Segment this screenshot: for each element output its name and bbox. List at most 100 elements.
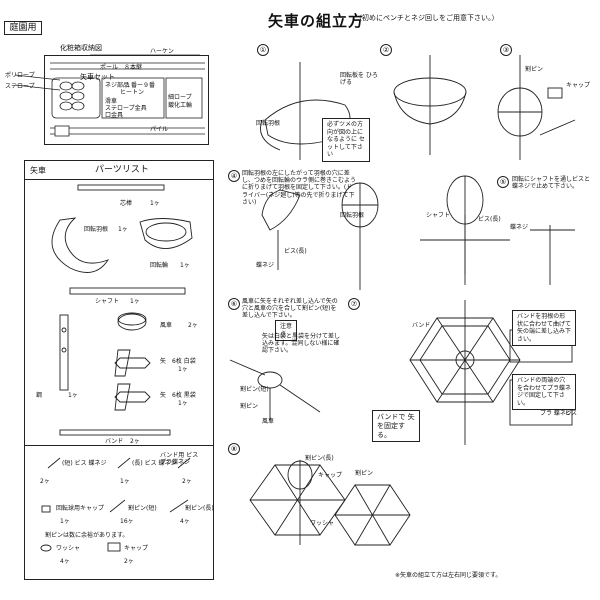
parts-list-header-row [24,160,214,180]
step4-callout-blade: 回転羽根 [340,212,365,219]
part-qty-0: 1ヶ [150,200,160,207]
part-qty-1: 1ヶ [118,226,128,233]
storage-label-heaton: ヒートン [120,89,145,96]
hw-name-5: 割ピン(長) [185,505,214,512]
part-qty-6: 1ヶ [178,400,188,407]
hw-name-3: 回転球用キャップ [56,505,105,512]
storage-label-ring: 鍍化工輪 [168,102,193,109]
storage-label-pole: ポール ８本継 [100,64,143,71]
step7-callout-top: バンドを羽根の形状に合わせて曲げて矢の端に差し込み下さい。 [512,310,576,346]
step6-callout-windmill: 風車 [262,418,275,425]
part-qty-4: 2ヶ [188,322,198,329]
step1-callout-open: 回転板を ひろげる [340,72,378,87]
step8-callout-cap: キャップ [318,472,343,479]
footer-note: ※矢車の組立て方は左右同じ要領です。 [395,572,502,579]
step-1-number: ① [257,44,269,56]
part-qty-7: 1ヶ [68,392,78,399]
storage-label-numbers: １番ー９番 [125,82,156,89]
hw-qty-1: 1ヶ [120,478,130,485]
part-name-5: 矢 [160,358,167,365]
part-sub-5: 6枚 白袋 [172,358,196,365]
step7-band-box: バンドで 矢を固定する。 [372,410,420,443]
step4-callout-screw: ビス(長) [284,248,307,255]
hw-qty-2: 2ヶ [182,478,192,485]
hw-name-4: 割ピン(短) [128,505,157,512]
parts-divider [24,445,214,446]
storage-label-sterope: ステロープ [5,83,35,90]
storage-label-pulley: 滑車 [105,98,118,105]
page-subtitle: （初めにペンチとネジ回しをご用意下さい。） [355,14,499,22]
step-4-text: 回転羽根の左にしたがって羽根の穴に差し、つめを回転輪のウラ側に巻きこむように折り… [242,170,357,206]
step4-callout-wingnut: 蝶ネジ [256,262,275,269]
hw-qty-3: 1ヶ [60,518,70,525]
parts-list-panel [24,160,214,580]
storage-label-fitting: 口金具 [105,112,124,119]
page-title: 矢車の組立方 [268,12,365,30]
step5-callout-wingnut: 蝶ネジ [510,224,529,231]
part-qty-5: 1ヶ [178,366,188,373]
parts-section-label: 矢車 [30,166,46,175]
step5-callout-screw: ビス(長) [478,216,501,223]
step7-callout-note: バンドの両端の穴を合わせてプラ蝶ネジで固定して下さい。 [512,374,576,410]
part-name-3: シャフト [95,298,120,305]
storage-label-pile: パイル [150,126,169,133]
hw-qty-4: 16ヶ [120,518,134,525]
step-5-text: 回転にシャフトを通しビスと蝶ネジで止めて下さい。 [512,176,591,191]
step-4-number: ④ [228,170,240,182]
step-7-number: ⑦ [348,298,360,310]
category-badge: 庭園用 [4,21,42,35]
step7-callout-pla-nut: プラ 蝶ネジ [540,410,572,417]
step6-caution-text: 矢は白袋と黒袋を分けて差し込みます。混同しない様に確認下さい。 [262,333,341,355]
hw-qty-0: 2ヶ [40,478,50,485]
storage-label-haken: ハーケン [150,48,174,55]
hw-name-2: バンド用 ビス プラ蝶ネジ [160,452,199,467]
step6-caution-box: 注意点 [275,320,297,341]
storage-label-yaguruma: 矢車セット [80,73,115,81]
hw-name-1: (長) ビス 蝶ネジ [132,460,177,467]
hw-note: 割ピンは数に余裕があります。 [45,532,129,539]
step8-callout-pin-long: 割ピン(長) [305,455,334,462]
part-sub-6: 6枚 黒袋 [172,392,196,399]
band-qty: 2ヶ [130,438,140,445]
step3-callout-pin: 割ピン [525,66,544,73]
part-name-7: 鋼 [36,392,43,399]
step6-callout-pin: 割ピン [240,403,259,410]
step8-callout-washer: ワッシャ [310,520,335,527]
step-2-number: ② [380,44,392,56]
step5-callout-shaft: シャフト [426,212,451,219]
hw-name-6: ワッシャ [56,545,81,552]
step8-callout-pin: 割ピン [355,470,374,477]
step3-callout-cap: キャップ [566,82,591,89]
hw-name-0: (短) ビス 蝶ネジ [62,460,107,467]
part-name-6: 矢 [160,392,167,399]
part-qty-3: 1ヶ [130,298,140,305]
hw-qty-6: 4ヶ [60,558,70,565]
parts-list-title: パーツリスト [95,165,149,175]
part-name-1: 回転羽根 [84,226,109,233]
part-name-2: 回転輪 [150,262,169,269]
step1-callout-note: 必ずツメの方 向が図の上に なるように セットして下さい [322,118,370,162]
storage-title: 化粧箱収納図 [60,44,102,52]
hw-qty-5: 4ヶ [180,518,190,525]
step-5-number: ⑤ [497,176,509,188]
band-name: バンド [105,438,124,445]
storage-label-sterope-fitting: ステロープ金具 [105,105,147,112]
hw-name-7: キャップ [124,545,149,552]
step6-callout-pin-short: 割ピン(短) [240,386,269,393]
step-8-number: ⑧ [228,443,240,455]
step7-callout-screw: ビス [565,410,578,417]
storage-label-polyrope: ポリロープ [5,72,35,79]
step-6-text: 風車に矢をそれぞれ差し込んで矢の穴と風車の穴を合して割ピン(短)を差し込んで下さ… [242,298,338,320]
step7-callout-band: バンド [412,322,431,329]
step1-callout-blade: 回転羽根 [256,120,281,127]
hw-qty-7: 2ヶ [124,558,134,565]
part-name-4: 風車 [160,322,173,329]
part-name-0: 芯棒 [120,200,133,207]
storage-label-screws: ネジ部品 [105,82,130,89]
step-6-number: ⑥ [228,298,240,310]
step-3-number: ③ [500,44,512,56]
storage-box [44,55,209,145]
part-qty-2: 1ヶ [180,262,190,269]
